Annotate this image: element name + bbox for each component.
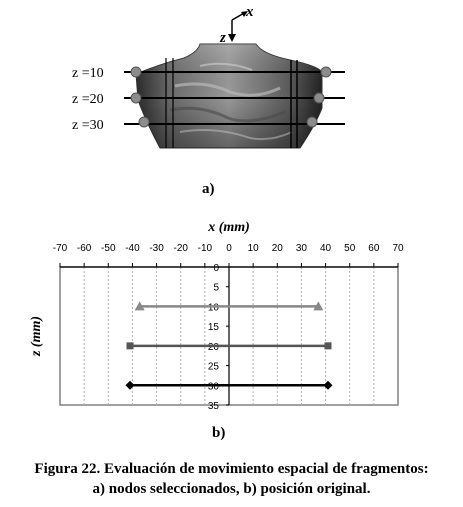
x-tick-label: -20 [173, 243, 188, 254]
series-point [125, 380, 135, 390]
x-tick-label: -30 [149, 243, 164, 254]
x-tick-label: 30 [296, 243, 308, 254]
node-marker [138, 116, 150, 128]
y-tick-label: 0 [213, 263, 219, 274]
y-tick-label: 15 [208, 322, 220, 333]
x-tick-label: 70 [392, 243, 404, 254]
series-point [126, 342, 134, 350]
series-point [313, 301, 324, 311]
series-point [134, 301, 145, 311]
level-label-10: z =10 [72, 66, 104, 81]
x-tick-label: 10 [248, 243, 260, 254]
caption-line-1: Figura 22. Evaluación de movimiento espa… [34, 461, 429, 477]
node-marker [320, 66, 332, 78]
x-tick-label: 60 [368, 243, 380, 254]
x-tick-label: 20 [272, 243, 284, 254]
panel-b-label: b) [212, 425, 226, 441]
chart-ylabel: z (mm) [29, 316, 44, 357]
series-point [324, 342, 332, 350]
x-tick-label: -70 [53, 243, 68, 254]
node-marker [130, 66, 142, 78]
axis-indicator: x z [219, 4, 254, 46]
panel-a-label: a) [202, 181, 215, 197]
series-point [323, 380, 333, 390]
y-tick-label: 30 [208, 381, 220, 392]
x-tick-label: 50 [344, 243, 356, 254]
axis-z-label: z [219, 30, 226, 46]
caption-line-2: a) nodos seleccionados, b) posición orig… [92, 481, 371, 497]
y-tick-label: 10 [208, 302, 220, 313]
node-marker [306, 116, 318, 128]
x-tick-label: 40 [320, 243, 332, 254]
y-tick-label: 20 [208, 342, 220, 353]
x-tick-label: -10 [198, 243, 213, 254]
axis-x-label: x [245, 4, 254, 20]
node-marker [130, 92, 142, 104]
x-tick-label: -40 [125, 243, 140, 254]
y-tick-label: 35 [208, 401, 220, 412]
figure-caption: Figura 22. Evaluación de movimiento espa… [0, 459, 463, 499]
fragment-image-panel: z =10 z =20 z =30 x z [72, 4, 345, 149]
level-label-30: z =30 [72, 118, 104, 133]
x-tick-label: 0 [226, 243, 232, 254]
level-label-20: z =20 [72, 92, 104, 107]
x-tick-label: -50 [101, 243, 116, 254]
chart-xlabel: x (mm) [207, 220, 250, 235]
y-tick-label: 5 [213, 283, 219, 294]
node-marker [313, 92, 325, 104]
y-tick-label: 25 [208, 362, 220, 373]
x-tick-label: -60 [77, 243, 92, 254]
